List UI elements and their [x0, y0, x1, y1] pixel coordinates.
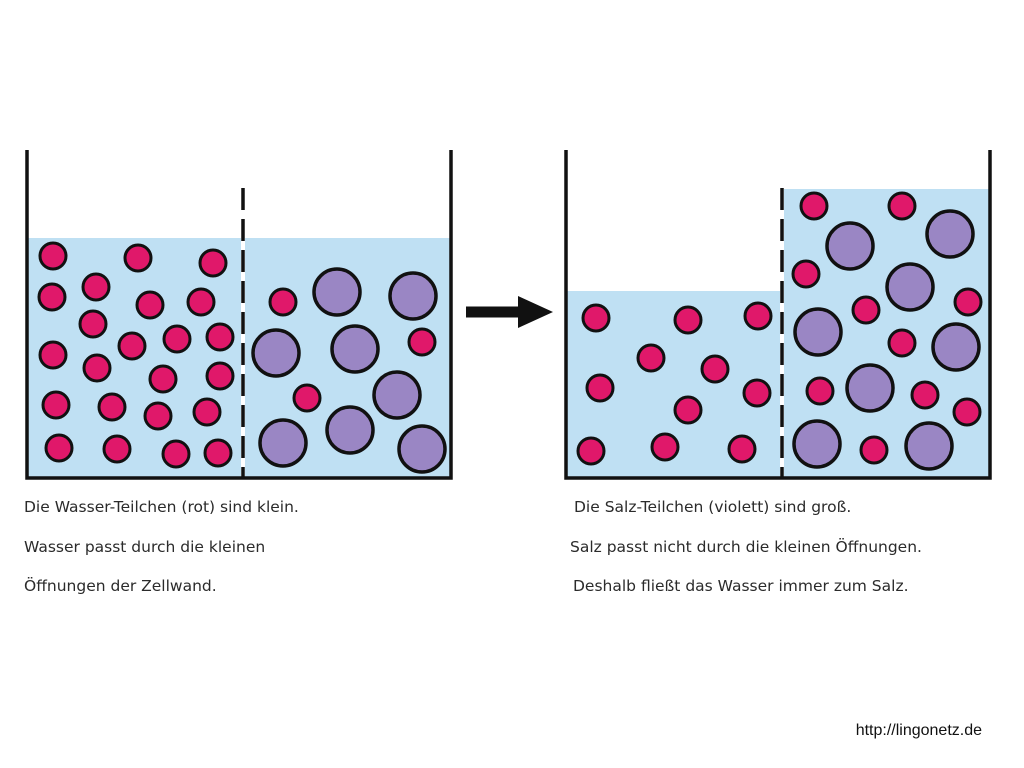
water-particle — [292, 383, 322, 413]
salt-particle — [388, 271, 438, 321]
water-particle — [198, 248, 228, 278]
water-particle — [952, 397, 982, 427]
water-particle — [581, 303, 611, 333]
salt-particle — [845, 363, 895, 413]
water-particle — [910, 380, 940, 410]
water-particle — [82, 353, 112, 383]
water-particle — [123, 243, 153, 273]
salt-particle — [931, 322, 981, 372]
water-particle — [650, 432, 680, 462]
water-particle — [576, 436, 606, 466]
beaker-after — [564, 150, 992, 480]
salt-particle — [397, 424, 447, 474]
water-particle — [81, 272, 111, 302]
salt-particle — [251, 328, 301, 378]
water-particle — [887, 328, 917, 358]
water-particle — [743, 301, 773, 331]
particles-before — [37, 241, 447, 474]
caption-line: Öffnungen der Zellwand. — [24, 577, 217, 595]
water-particle — [636, 343, 666, 373]
caption-line: Wasser passt durch die kleinen — [24, 538, 266, 556]
caption-line: Die Wasser-Teilchen (rot) sind klein. — [24, 498, 299, 516]
water-particle — [78, 309, 108, 339]
water-particle — [186, 287, 216, 317]
water-particle — [727, 434, 757, 464]
salt-particle — [885, 262, 935, 312]
water-particle — [805, 376, 835, 406]
water-particle — [161, 439, 191, 469]
water-particle — [148, 364, 178, 394]
water-particle — [742, 378, 772, 408]
water-particle — [673, 395, 703, 425]
caption-line: Deshalb fließt das Wasser immer zum Salz… — [573, 577, 909, 595]
salt-particle — [825, 221, 875, 271]
water-particle — [799, 191, 829, 221]
caption-line: Die Salz-Teilchen (violett) sind groß. — [574, 498, 852, 516]
water-particle — [102, 434, 132, 464]
water-particle — [135, 290, 165, 320]
salt-particle — [372, 370, 422, 420]
beaker-wall — [564, 150, 992, 480]
water-particle — [97, 392, 127, 422]
salt-particle — [925, 209, 975, 259]
salt-particle — [258, 418, 308, 468]
water-particle — [44, 433, 74, 463]
water-particle — [268, 287, 298, 317]
water-particle — [953, 287, 983, 317]
water-particle — [37, 282, 67, 312]
water-particle — [887, 191, 917, 221]
water-particle — [205, 361, 235, 391]
water-particle — [117, 331, 147, 361]
water-particle — [851, 295, 881, 325]
water-particle — [673, 305, 703, 335]
particles-after — [576, 191, 983, 471]
salt-particle — [330, 324, 380, 374]
salt-particle — [312, 267, 362, 317]
arrow-icon — [466, 296, 553, 328]
salt-particle — [325, 405, 375, 455]
source-credit: http://lingonetz.de — [855, 722, 982, 739]
salt-particle — [793, 307, 843, 357]
water-particle — [205, 322, 235, 352]
caption-line: Salz passt nicht durch die kleinen Öffnu… — [570, 538, 922, 556]
water-particle — [700, 354, 730, 384]
water-particle — [162, 324, 192, 354]
water-particle — [407, 327, 437, 357]
water-particle — [859, 435, 889, 465]
water-particle — [38, 340, 68, 370]
water-particle — [203, 438, 233, 468]
water-particle — [585, 373, 615, 403]
salt-particle — [792, 419, 842, 469]
beaker-wall — [25, 150, 453, 480]
water-particle — [192, 397, 222, 427]
water-particle — [38, 241, 68, 271]
water-particle — [41, 390, 71, 420]
salt-particle — [904, 421, 954, 471]
beaker-before — [25, 150, 453, 480]
water-particle — [143, 401, 173, 431]
water-particle — [791, 259, 821, 289]
